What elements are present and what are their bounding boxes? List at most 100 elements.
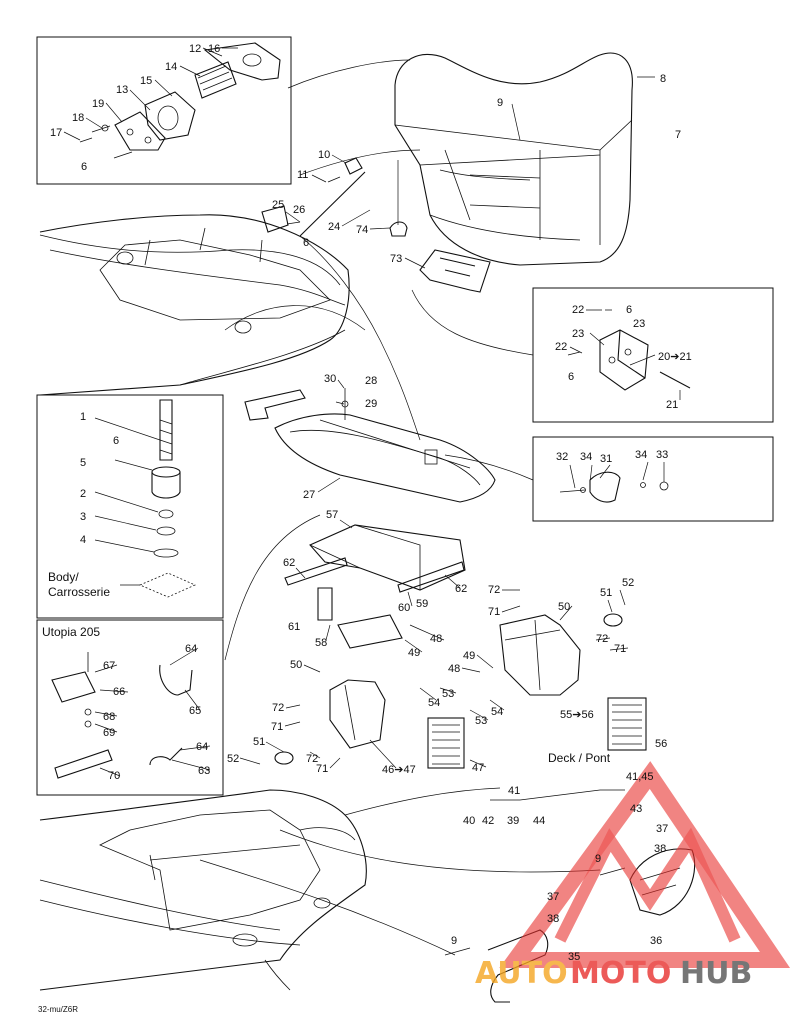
watermark-auto: AUTO [475, 956, 568, 991]
part-label: 51 [253, 736, 265, 748]
part-label: 58 [315, 637, 327, 649]
part-label: 67 [103, 660, 115, 672]
hinge-bracket-drawing [567, 309, 691, 391]
part-label: 9 [451, 935, 457, 947]
part-label: 56 [655, 738, 667, 750]
label-leaders [63, 47, 681, 777]
utopia-parts-drawing [51, 652, 193, 779]
diagram-code: 32-mu/Z6R [38, 1005, 78, 1014]
part-label: 10 [318, 149, 330, 161]
part-label: 64 [185, 643, 197, 655]
part-label: 49 [463, 650, 475, 662]
part-label: 54 [428, 697, 440, 709]
part-label: 6 [303, 237, 309, 249]
part-label: 24 [328, 221, 340, 233]
part-label: 52 [622, 577, 634, 589]
watermark-triangle [499, 761, 791, 968]
part-label: 2 [80, 488, 86, 500]
part-label: 18 [72, 112, 84, 124]
part-label: 30 [324, 373, 336, 385]
part-label: 35 [568, 951, 580, 963]
part-label: 71 [316, 763, 328, 775]
side-panels-drawing [274, 613, 647, 769]
part-labels: 12 16 14 15 13 19 18 17 6 10 11 25 26 6 … [50, 43, 692, 963]
watermark-moto: MOTO [570, 956, 671, 991]
part-label: 71 [488, 606, 500, 618]
part-label: 17 [50, 127, 62, 139]
glove-box-drawing [284, 524, 466, 649]
part-label: 37 [547, 891, 559, 903]
part-label: 26 [293, 204, 305, 216]
hull-rear-drawing [39, 214, 350, 396]
inset-box-hinge [532, 436, 774, 522]
part-label: 42 [482, 815, 494, 827]
part-label: 48 [448, 663, 460, 675]
latch-assembly-drawing [79, 42, 281, 159]
caption-deck: Deck / Pont [548, 751, 611, 765]
part-label: 57 [326, 509, 338, 521]
part-label: 20➔21 [658, 351, 692, 363]
hinge-cover-drawing [559, 471, 669, 503]
part-label: 28 [365, 375, 377, 387]
part-label: 63 [198, 765, 210, 777]
part-label: 22 [555, 341, 567, 353]
part-label: 4 [80, 534, 86, 546]
inset-box-utopia [36, 619, 224, 796]
part-label: 22 [572, 304, 584, 316]
part-label: 25 [272, 199, 284, 211]
part-label: 31 [600, 453, 612, 465]
part-label: 3 [80, 511, 86, 523]
part-label: 53 [442, 688, 454, 700]
part-label: 53 [475, 715, 487, 727]
part-label: 9 [497, 97, 503, 109]
deck-drawing [39, 789, 367, 991]
seat-drawing [394, 52, 655, 266]
part-label: 12 [189, 43, 201, 55]
part-label: 1 [80, 411, 86, 423]
part-label: 73 [390, 253, 402, 265]
part-label: 21 [666, 399, 678, 411]
part-label: 37 [656, 823, 668, 835]
part-label: 7 [675, 129, 681, 141]
part-label: 60 [398, 602, 410, 614]
part-label: 8 [660, 73, 666, 85]
part-label: 23 [633, 318, 645, 330]
part-label: 71 [271, 721, 283, 733]
part-label: 54 [491, 706, 503, 718]
part-label: 50 [558, 601, 570, 613]
part-label: 33 [656, 449, 668, 461]
part-label: 38 [654, 843, 666, 855]
part-label: 15 [140, 75, 152, 87]
part-label: 39 [507, 815, 519, 827]
part-label: 11 [297, 169, 308, 181]
part-label: 74 [356, 224, 368, 236]
part-label: 62 [283, 557, 295, 569]
part-label: 48 [430, 633, 442, 645]
part-label: 6 [113, 435, 119, 447]
part-label: 65 [189, 705, 201, 717]
latch-rod-drawing [261, 157, 408, 237]
part-label: 6 [81, 161, 87, 173]
part-label: 55➔56 [560, 709, 594, 721]
inset-box-body-mount [36, 394, 224, 619]
part-label: 68 [103, 711, 115, 723]
watermark-hub: HUB [680, 956, 752, 991]
part-label: 13 [116, 84, 128, 96]
part-label: 61 [288, 621, 300, 633]
part-label: 49 [408, 647, 420, 659]
part-label: 14 [165, 61, 177, 73]
caption-body: Body/ [48, 570, 79, 584]
part-label: 36 [650, 935, 662, 947]
part-label: 66 [113, 686, 125, 698]
part-label: 44 [533, 815, 545, 827]
part-label: 46➔47 [382, 764, 416, 776]
body-mount-drawing [94, 399, 196, 598]
part-label: 38 [547, 913, 559, 925]
leader-curves [224, 59, 534, 661]
inset-box-seat-latch [36, 36, 292, 185]
part-label: 51 [600, 587, 612, 599]
automotohub-watermark: AUTO MOTO HUB [475, 761, 791, 991]
part-label: 34 [580, 451, 592, 463]
part-label: 6 [626, 304, 632, 316]
part-label: 29 [365, 398, 377, 410]
